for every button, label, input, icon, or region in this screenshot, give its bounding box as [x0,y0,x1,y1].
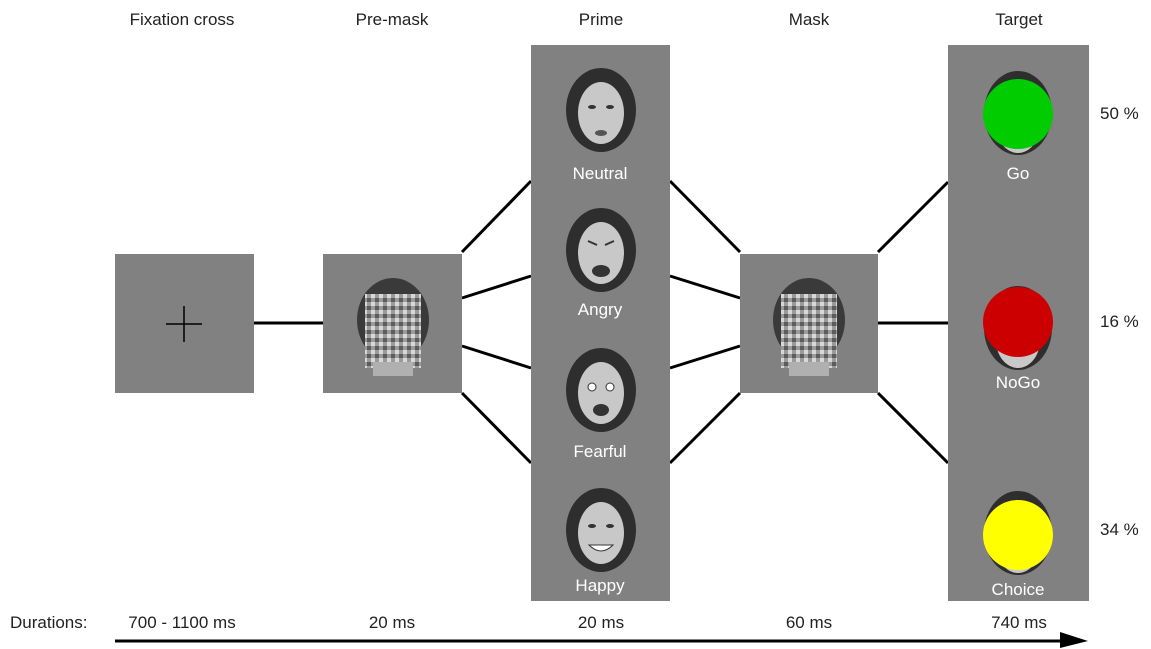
connector-premask-neutral [460,179,533,254]
connector-neutral-mask [668,179,742,254]
stage-title-premask: Pre-mask [355,10,429,29]
go-target-icon [983,71,1053,155]
timeline-arrow-head [1060,632,1088,648]
percent-choice: 34 % [1100,520,1139,539]
connector-premask-happy [460,391,533,465]
fearful-face-icon [566,348,636,432]
percent-go: 50 % [1100,104,1139,123]
prime-label-angry: Angry [577,300,623,319]
duration-prime: 20 ms [577,613,625,632]
durations-label: Durations: [10,613,88,632]
connector-mask-choice [876,391,950,465]
fixation-panel [115,254,254,393]
connector-premask-angry [461,274,532,300]
duration-premask: 20 ms [368,613,416,632]
prime-label-neutral: Neutral [572,164,628,183]
choice-target-icon [983,491,1053,575]
target-label-choice: Choice [991,580,1045,599]
connector-happy-mask [668,391,742,465]
happy-face-icon [566,488,636,572]
stage-title-prime: Prime [578,10,624,29]
angry-face-icon [566,208,636,292]
duration-fixation: 700 - 1100 ms [128,613,236,632]
prime-panel: Neutral Angry Fearful Happy [531,45,670,601]
connector-angry-mask [669,274,741,300]
prime-label-happy: Happy [575,576,625,595]
mask-panel [740,254,878,393]
target-faces-graphic [983,71,1053,575]
target-panel: Go NoGo Choice [948,45,1089,601]
target-label-go: Go [1006,164,1030,183]
duration-mask: 60 ms [785,613,833,632]
stage-title-mask: Mask [788,10,830,29]
connector-mask-go [876,180,950,254]
nogo-target-icon [983,286,1053,370]
stage-title-target: Target [995,10,1043,29]
percent-nogo: 16 % [1100,312,1139,331]
target-label-nogo: NoGo [995,373,1041,392]
prime-label-fearful: Fearful [573,442,627,461]
scrambled-face-icon [357,278,429,376]
premask-panel [323,254,462,393]
neutral-face-icon [566,68,636,152]
connector-premask-fearful [461,344,532,370]
duration-target: 740 ms [991,613,1047,632]
connector-fearful-mask [669,344,741,370]
stage-title-fixation: Fixation cross [129,10,235,29]
scrambled-face-icon [773,278,845,376]
fixation-cross-icon [166,306,202,342]
prime-faces-graphic [566,68,636,572]
